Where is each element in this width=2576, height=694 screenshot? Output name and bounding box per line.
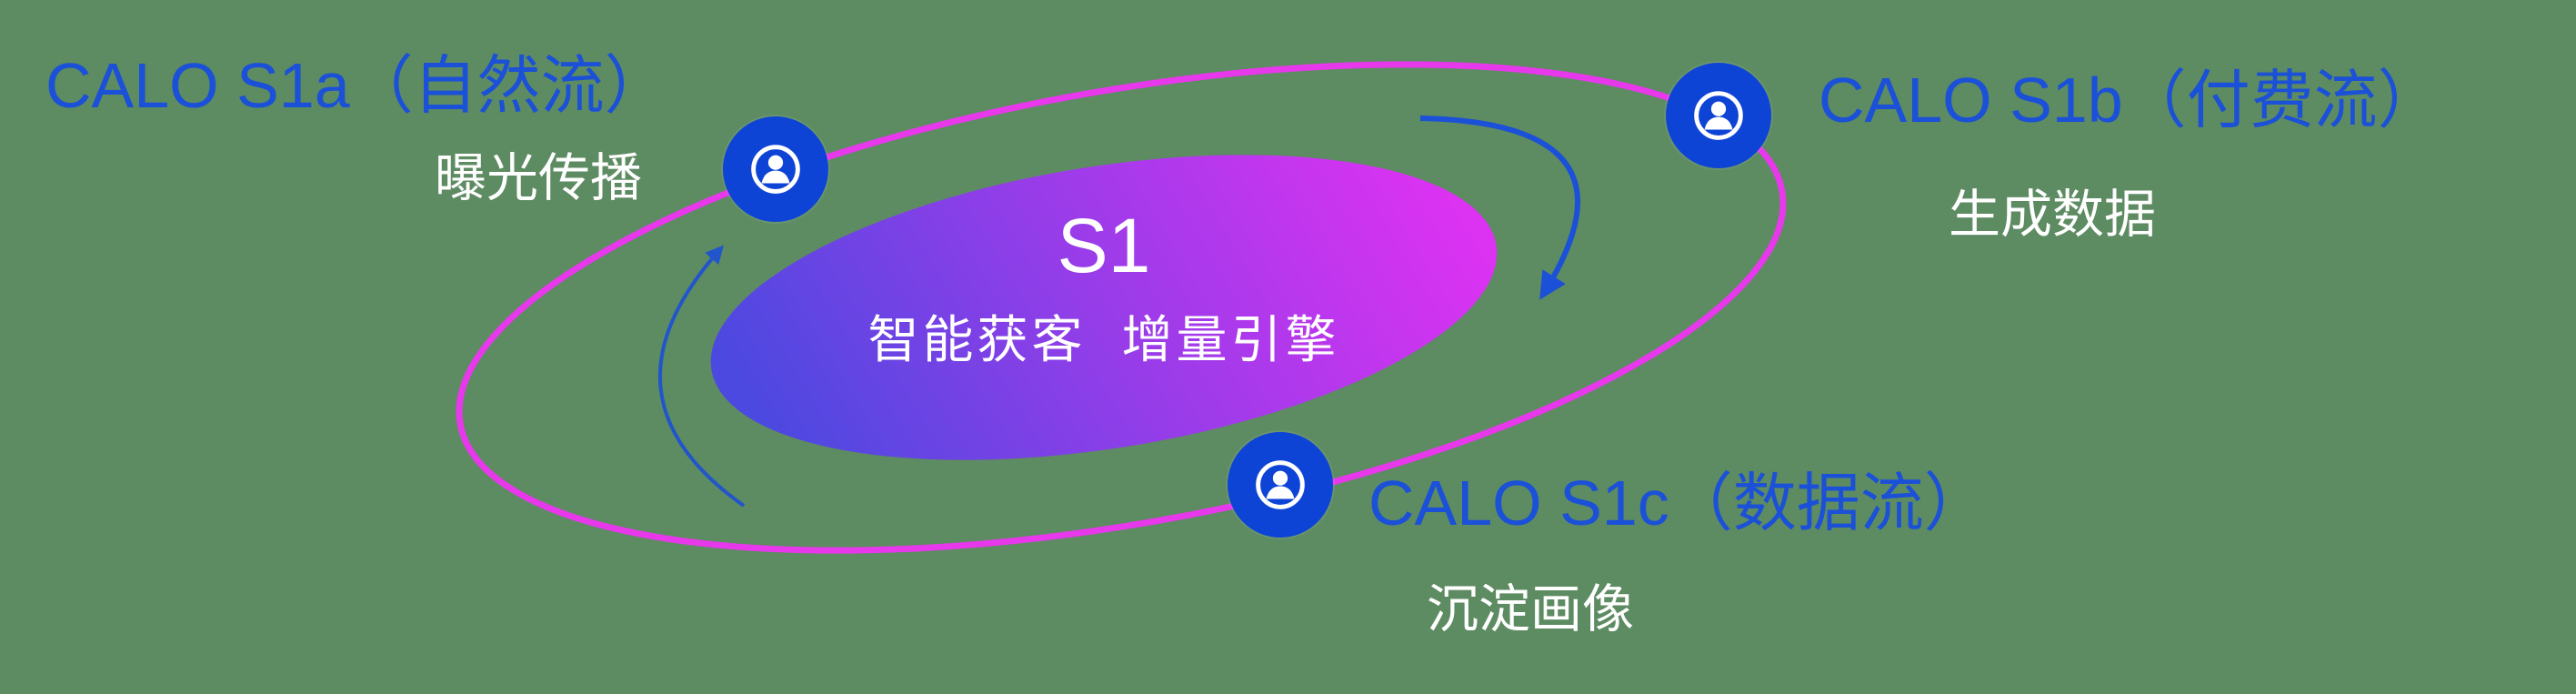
sublabel-s1b: 生成数据 (1949, 186, 2156, 244)
person-icon (751, 145, 800, 194)
label-s1a: CALO S1a（自然流） (45, 50, 668, 121)
orbit-node-s1b (1666, 63, 1771, 168)
label-s1b: CALO S1b（付费流） (1819, 65, 2441, 136)
person-icon (1256, 460, 1305, 509)
flow-arrow-right (1419, 116, 1580, 300)
sublabel-s1c: 沉淀画像 (1427, 580, 1634, 639)
sublabel-s1a: 曝光传播 (435, 149, 642, 207)
flow-arrow-left (657, 245, 746, 508)
orbit-ring (456, 61, 1787, 554)
orbit-node-s1a (723, 116, 828, 222)
core-text-block: S1 智能获客 增量引擎 (786, 202, 1422, 373)
label-s1c: CALO S1c（数据流） (1368, 468, 1988, 538)
core-subtitle: 智能获客 增量引擎 (867, 310, 1340, 368)
person-icon (1694, 91, 1743, 140)
core-title: S1 (1057, 203, 1151, 288)
orbit-node-s1c (1228, 432, 1333, 538)
